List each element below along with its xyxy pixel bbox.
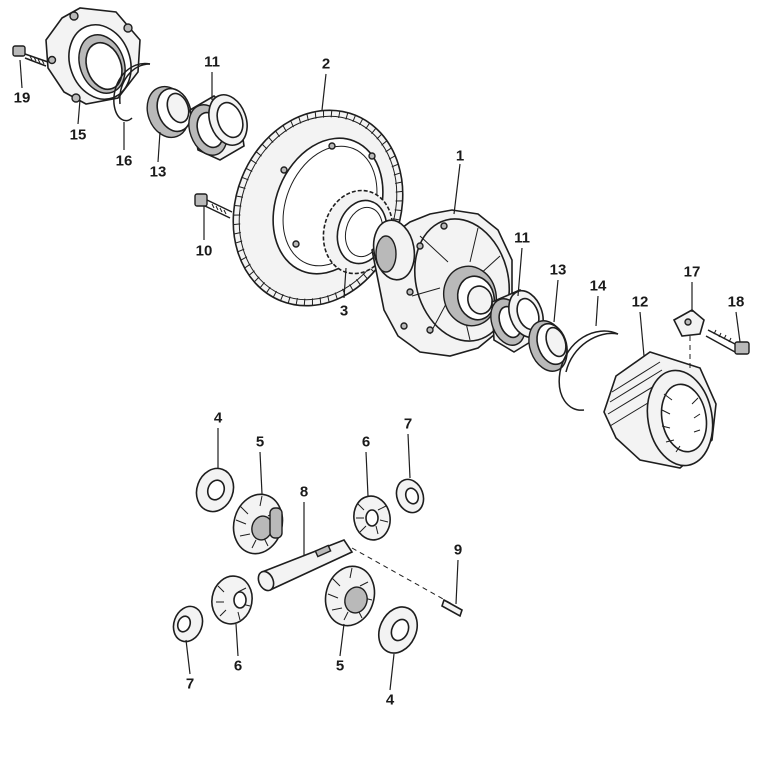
part-label-7-upper: 7 — [404, 417, 412, 432]
pinion-gear-6-upper — [350, 493, 393, 543]
part-label-19: 19 — [14, 91, 31, 106]
part-label-5-lower: 5 — [336, 659, 344, 674]
thrust-washer-7-lower — [169, 602, 208, 645]
bolt-19 — [13, 46, 48, 66]
part-label-9: 9 — [454, 543, 462, 558]
sensor-ring-12 — [604, 352, 720, 471]
part-label-3: 3 — [340, 304, 348, 319]
part-label-10: 10 — [196, 244, 213, 259]
part-label-18: 18 — [728, 295, 745, 310]
part-label-1: 1 — [456, 149, 464, 164]
part-label-2: 2 — [322, 57, 330, 72]
ring-gear-tooth — [395, 210, 402, 211]
part-label-13-lower: 13 — [550, 263, 567, 278]
part-label-5-upper: 5 — [256, 435, 264, 450]
part-label-11-lower: 11 — [514, 231, 530, 246]
pinion-gear-6-lower — [208, 573, 256, 627]
part-label-6-lower: 6 — [234, 659, 242, 674]
bolt-18 — [706, 330, 749, 354]
bolt-10 — [195, 194, 232, 218]
part-label-16: 16 — [116, 154, 133, 169]
side-gear-5-lower — [319, 561, 381, 631]
part-label-11-upper: 11 — [204, 55, 220, 70]
part-label-8: 8 — [300, 485, 308, 500]
part-label-13-upper: 13 — [150, 165, 167, 180]
thrust-washer-4-lower — [372, 601, 425, 660]
ring-gear-tooth — [234, 206, 241, 207]
thrust-washer-7-upper — [392, 476, 428, 517]
ring-gear-tooth — [331, 110, 332, 117]
part-label-7-lower: 7 — [186, 677, 194, 692]
thrust-washer-4-upper — [191, 463, 240, 517]
lock-pin-9 — [442, 600, 462, 616]
part-label-4-lower: 4 — [386, 693, 394, 708]
part-label-12: 12 — [632, 295, 649, 310]
part-label-17: 17 — [684, 265, 701, 280]
bearing-11-upper — [182, 89, 254, 160]
bearing-race-13-upper — [140, 81, 196, 144]
side-gear-5-upper — [227, 489, 289, 559]
part-label-14: 14 — [590, 279, 607, 294]
part-label-15: 15 — [70, 128, 87, 143]
part-label-4-upper: 4 — [214, 411, 222, 426]
bearing-retainer-15 — [46, 8, 141, 108]
part-label-6-upper: 6 — [362, 435, 370, 450]
ring-gear-tooth — [304, 299, 305, 306]
